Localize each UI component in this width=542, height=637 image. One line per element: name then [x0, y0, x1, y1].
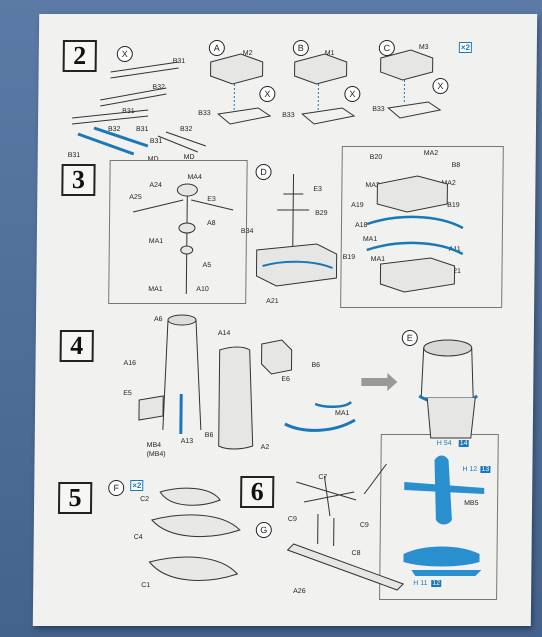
aircraft-color-profile [403, 455, 485, 576]
mast-drawing [133, 183, 234, 294]
aircraft-drawing [286, 475, 405, 591]
completed-funnel-drawing [418, 339, 479, 439]
assembly-drawings [72, 49, 485, 591]
arrow-icon [361, 373, 398, 391]
boat-drawing [148, 487, 241, 581]
gun-barrel-drawing [72, 61, 179, 125]
funnel-drawing [138, 314, 356, 450]
turret-housing-drawing [210, 49, 434, 85]
instruction-sheet: 2 X A B C X X X ×2 B31 B32 B31 B32 B31 B… [32, 14, 538, 626]
